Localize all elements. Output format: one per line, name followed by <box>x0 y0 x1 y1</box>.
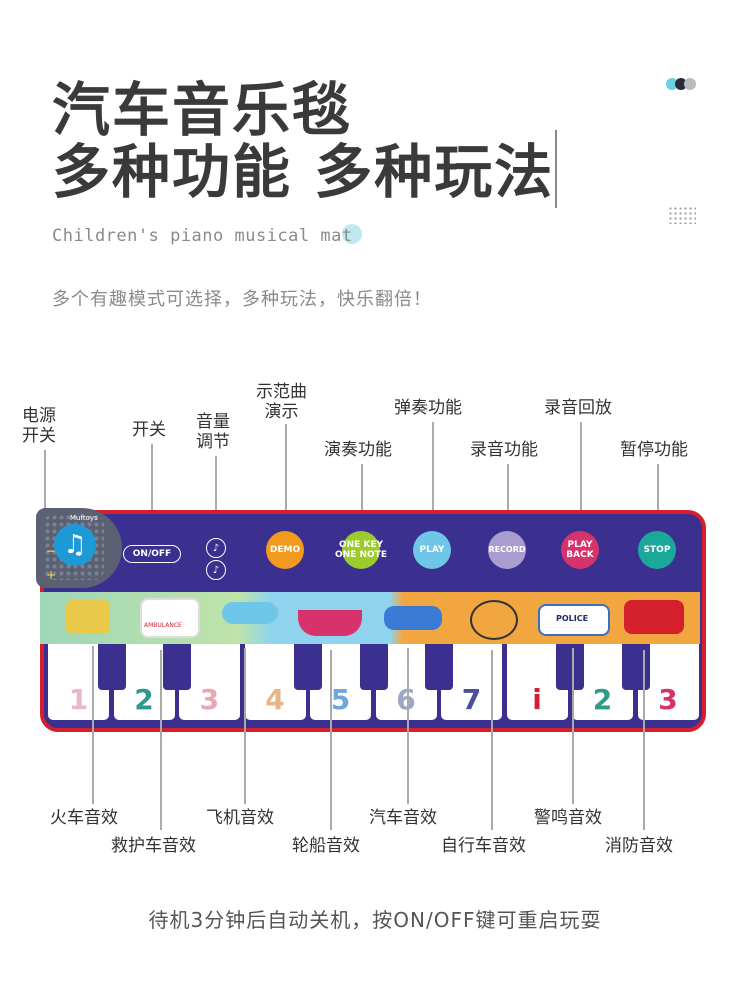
label-play: 弹奏功能 <box>394 398 462 418</box>
leader-bicycle <box>491 650 493 830</box>
leader-car <box>407 648 409 804</box>
police-car-icon <box>538 604 610 636</box>
brand-label: Muftoys <box>70 514 98 522</box>
decor-circle <box>342 224 362 244</box>
minus-icon: − <box>46 544 57 558</box>
police-sign: POLICE <box>556 614 589 623</box>
label-demo: 示范曲 演示 <box>256 382 307 422</box>
onekey-button[interactable]: ONE KEY ONE NOTE <box>335 531 387 569</box>
leader-volume <box>215 456 217 528</box>
leader-playback <box>580 422 582 534</box>
label-record: 录音功能 <box>470 440 538 460</box>
leader-play <box>432 422 434 534</box>
play-button[interactable]: PLAY <box>413 531 451 569</box>
playback-button[interactable]: PLAY BACK <box>561 531 599 569</box>
record-button[interactable]: RECORD <box>488 531 526 569</box>
subtitle: 多个有趣模式可选择，多种玩法，快乐翻倍！ <box>52 289 432 310</box>
leader-switch <box>151 444 153 540</box>
decor-grid <box>668 206 696 224</box>
decor-dots <box>666 76 702 92</box>
title-divider <box>555 130 557 208</box>
title-line1: 汽车音乐毯 <box>52 76 353 144</box>
label-stop: 暂停功能 <box>620 440 688 460</box>
leader-siren <box>572 648 574 804</box>
label-train: 火车音效 <box>50 808 118 828</box>
plus-icon: + <box>46 568 57 582</box>
leader-stop <box>657 464 659 534</box>
label-power: 电源 开关 <box>22 406 56 446</box>
train-icon <box>66 600 110 634</box>
leader-power <box>44 450 46 530</box>
speaker-panel: ♫ Muftoys − + <box>36 508 122 588</box>
car-icon <box>384 606 442 630</box>
label-playback: 录音回放 <box>544 398 612 418</box>
black-key-6[interactable] <box>556 644 584 690</box>
black-key-2[interactable] <box>163 644 191 690</box>
vehicle-scene: AMBULANCE POLICE <box>40 592 700 644</box>
demo-button[interactable]: DEMO <box>266 531 304 569</box>
music-note-icon: ♫ <box>54 524 96 566</box>
footer-note: 待机3分钟后自动关机，按ON/OFF键可重启玩耍 <box>148 908 602 932</box>
label-switch: 开关 <box>132 420 166 440</box>
leader-perform <box>361 464 363 534</box>
leader-fire <box>643 650 645 830</box>
label-fire: 消防音效 <box>605 836 673 856</box>
plane-icon <box>222 602 278 624</box>
volume-down-icon[interactable]: ♪ <box>206 560 226 580</box>
ship-icon <box>298 610 362 636</box>
leader-ambulance <box>160 650 162 830</box>
english-title: Children's piano musical mat <box>52 226 353 246</box>
label-perform: 演奏功能 <box>324 440 392 460</box>
label-ambulance: 救护车音效 <box>111 836 196 856</box>
black-key-4[interactable] <box>359 644 388 690</box>
fire-truck-icon <box>624 600 684 634</box>
leader-demo <box>285 424 287 536</box>
leader-train <box>92 646 94 804</box>
label-bicycle: 自行车音效 <box>441 836 526 856</box>
black-key-5[interactable] <box>425 644 453 690</box>
label-car: 汽车音效 <box>369 808 437 828</box>
black-key-7[interactable] <box>621 644 650 690</box>
ambulance-sign: AMBULANCE <box>144 622 182 629</box>
bicycle-icon <box>470 600 518 640</box>
black-key-1[interactable] <box>97 644 126 690</box>
label-volume: 音量 调节 <box>196 412 230 452</box>
ambulance-icon <box>140 598 200 638</box>
label-siren: 警鸣音效 <box>534 808 602 828</box>
stop-button[interactable]: STOP <box>638 531 676 569</box>
leader-record <box>507 464 509 534</box>
label-ship: 轮船音效 <box>292 836 360 856</box>
title-line2: 多种功能 多种玩法 <box>52 138 555 206</box>
onoff-button[interactable]: ON/OFF <box>123 545 181 563</box>
label-plane: 飞机音效 <box>206 808 274 828</box>
volume-up-icon[interactable]: ♪ <box>206 538 226 558</box>
leader-plane <box>244 648 246 804</box>
black-key-3[interactable] <box>294 644 322 690</box>
leader-ship <box>330 650 332 830</box>
